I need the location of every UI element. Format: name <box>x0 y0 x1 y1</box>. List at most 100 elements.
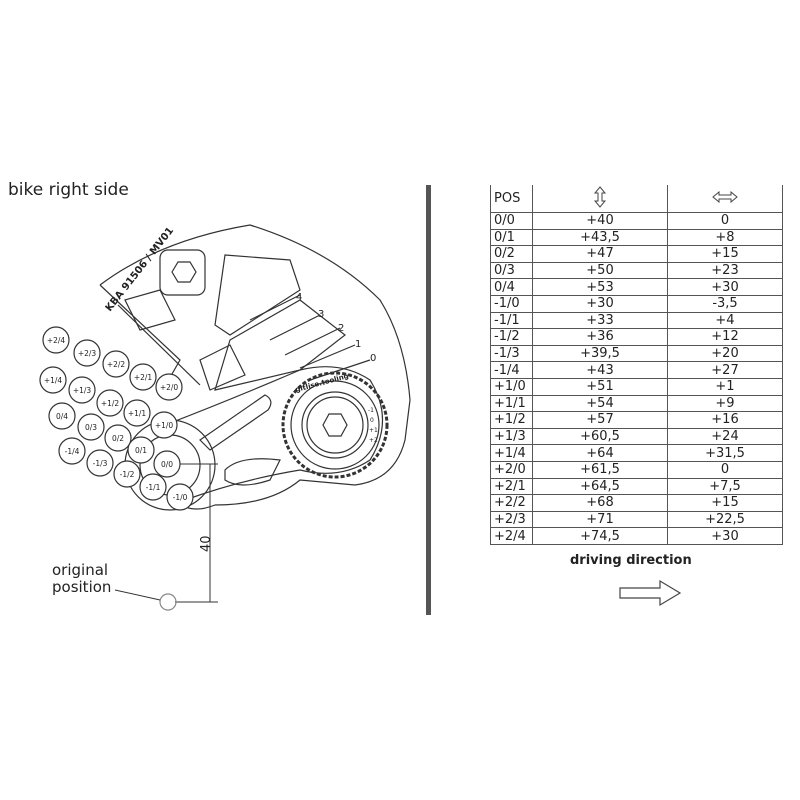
vertical-cell: +40 <box>532 212 668 230</box>
position-marker: +2/1 <box>129 363 157 391</box>
drawing-title: bike right side <box>8 180 129 200</box>
table-row: +1/2+57+16 <box>490 411 783 429</box>
table-row: -1/2+36+12 <box>490 328 783 346</box>
original-label: original <box>52 561 109 579</box>
position-marker: 0/2 <box>104 424 132 452</box>
vertical-cell: +64,5 <box>532 477 668 496</box>
position-label: -1/0 <box>173 493 188 502</box>
scale-mark: 4 <box>296 292 302 303</box>
horizontal-cell: +1 <box>667 377 783 396</box>
vertical-cell: +60,5 <box>532 427 668 446</box>
derailleur-hanger-drawing: 40 KBA 91506 / MV01 gitlise.tooling 4 3 … <box>39 224 411 611</box>
vertical-cell: +39,5 <box>532 344 668 363</box>
position-circle <box>123 399 151 427</box>
position-label: +1/0 <box>155 421 174 430</box>
pos-cell: -1/4 <box>490 361 533 379</box>
position-marker: -1/1 <box>139 473 167 501</box>
pos-cell: 0/4 <box>490 278 533 296</box>
vertical-cell: +43,5 <box>532 228 668 247</box>
driving-direction-label: driving direction <box>570 553 692 568</box>
position-marker: -1/2 <box>113 460 141 488</box>
horizontal-cell: +4 <box>667 311 783 330</box>
pos-cell: +1/1 <box>490 394 533 413</box>
position-marker: -1/0 <box>166 483 194 511</box>
vertical-cell: +33 <box>532 311 668 330</box>
vertical-cell: +54 <box>532 394 668 413</box>
vertical-cell: +53 <box>532 278 668 296</box>
position-label: +1/3 <box>73 386 92 395</box>
position-circle <box>39 366 67 394</box>
pos-header: POS <box>490 185 533 213</box>
position-label: +2/1 <box>134 373 153 382</box>
horizontal-cell: +22,5 <box>667 510 783 529</box>
position-circle <box>48 402 76 430</box>
vertical-cell: +30 <box>532 294 668 313</box>
table-row: +1/1+54+9 <box>490 394 783 413</box>
scale-mark: 3 <box>318 309 324 320</box>
table-row: -1/1+33+4 <box>490 311 783 330</box>
position-circle <box>155 373 183 401</box>
horizontal-cell: +15 <box>667 245 783 263</box>
position-marker: +2/0 <box>155 373 183 401</box>
hanger-arm <box>164 366 384 501</box>
hanger-outline <box>99 224 411 510</box>
table-row: 0/4+53+30 <box>490 278 783 296</box>
position-label: +1/1 <box>128 409 147 418</box>
vertical-cell: +57 <box>532 411 668 429</box>
horizontal-arrow-icon <box>667 185 783 213</box>
position-marker: +1/1 <box>123 399 151 427</box>
pos-cell: +2/0 <box>490 460 533 479</box>
vertical-cell: +74,5 <box>532 527 668 545</box>
position-label: -1/4 <box>65 447 80 456</box>
pos-cell: 0/3 <box>490 261 533 280</box>
vertical-cell: +68 <box>532 494 668 512</box>
pos-cell: -1/2 <box>490 328 533 346</box>
table-row: -1/0+30-3,5 <box>490 294 783 313</box>
position-label: +2/4 <box>47 336 66 345</box>
horizontal-cell: +30 <box>667 527 783 545</box>
position-circle <box>104 424 132 452</box>
position-circle <box>113 460 141 488</box>
horizontal-cell: +15 <box>667 494 783 512</box>
position-circle <box>150 411 178 439</box>
position-circle <box>96 389 124 417</box>
horizontal-cell: +12 <box>667 328 783 346</box>
position-label: +1/2 <box>101 399 120 408</box>
pos-cell: +2/4 <box>490 527 533 545</box>
driving-direction-arrow-icon <box>619 579 682 607</box>
vertical-arrow-icon <box>532 185 668 213</box>
pos-cell: -1/3 <box>490 344 533 363</box>
position-circle <box>68 376 96 404</box>
dial-mark: +2 <box>369 437 378 444</box>
position-label: 0/3 <box>85 423 97 432</box>
scale-mark: 1 <box>355 339 361 350</box>
table-row: +2/3+71+22,5 <box>490 510 783 529</box>
dial-mark: 0 <box>370 417 374 424</box>
pos-cell: 0/0 <box>490 212 533 230</box>
table-row: +2/1+64,5+7,5 <box>490 477 783 496</box>
table-row: 0/2+47+15 <box>490 245 783 263</box>
position-marker: 0/4 <box>48 402 76 430</box>
vertical-cell: +61,5 <box>532 460 668 479</box>
table-row: -1/4+43+27 <box>490 361 783 379</box>
pos-cell: +2/2 <box>490 494 533 512</box>
position-label: -1/2 <box>120 470 135 479</box>
position-circle <box>86 449 114 477</box>
position-label: +2/0 <box>160 383 179 392</box>
position-circle <box>129 363 157 391</box>
pos-cell: 0/2 <box>490 245 533 263</box>
position-label: +2/3 <box>78 349 97 358</box>
table-row: +1/3+60,5+24 <box>490 427 783 446</box>
dimension-40: 40 <box>199 535 214 552</box>
pos-cell: +2/3 <box>490 510 533 529</box>
vertical-cell: +71 <box>532 510 668 529</box>
position-circle <box>153 450 181 478</box>
position-marker: +1/2 <box>96 389 124 417</box>
horizontal-cell: +27 <box>667 361 783 379</box>
position-label: 0/2 <box>112 434 124 443</box>
position-label: position <box>52 578 112 596</box>
position-label: 0/0 <box>161 460 173 469</box>
position-label: +2/2 <box>107 360 126 369</box>
